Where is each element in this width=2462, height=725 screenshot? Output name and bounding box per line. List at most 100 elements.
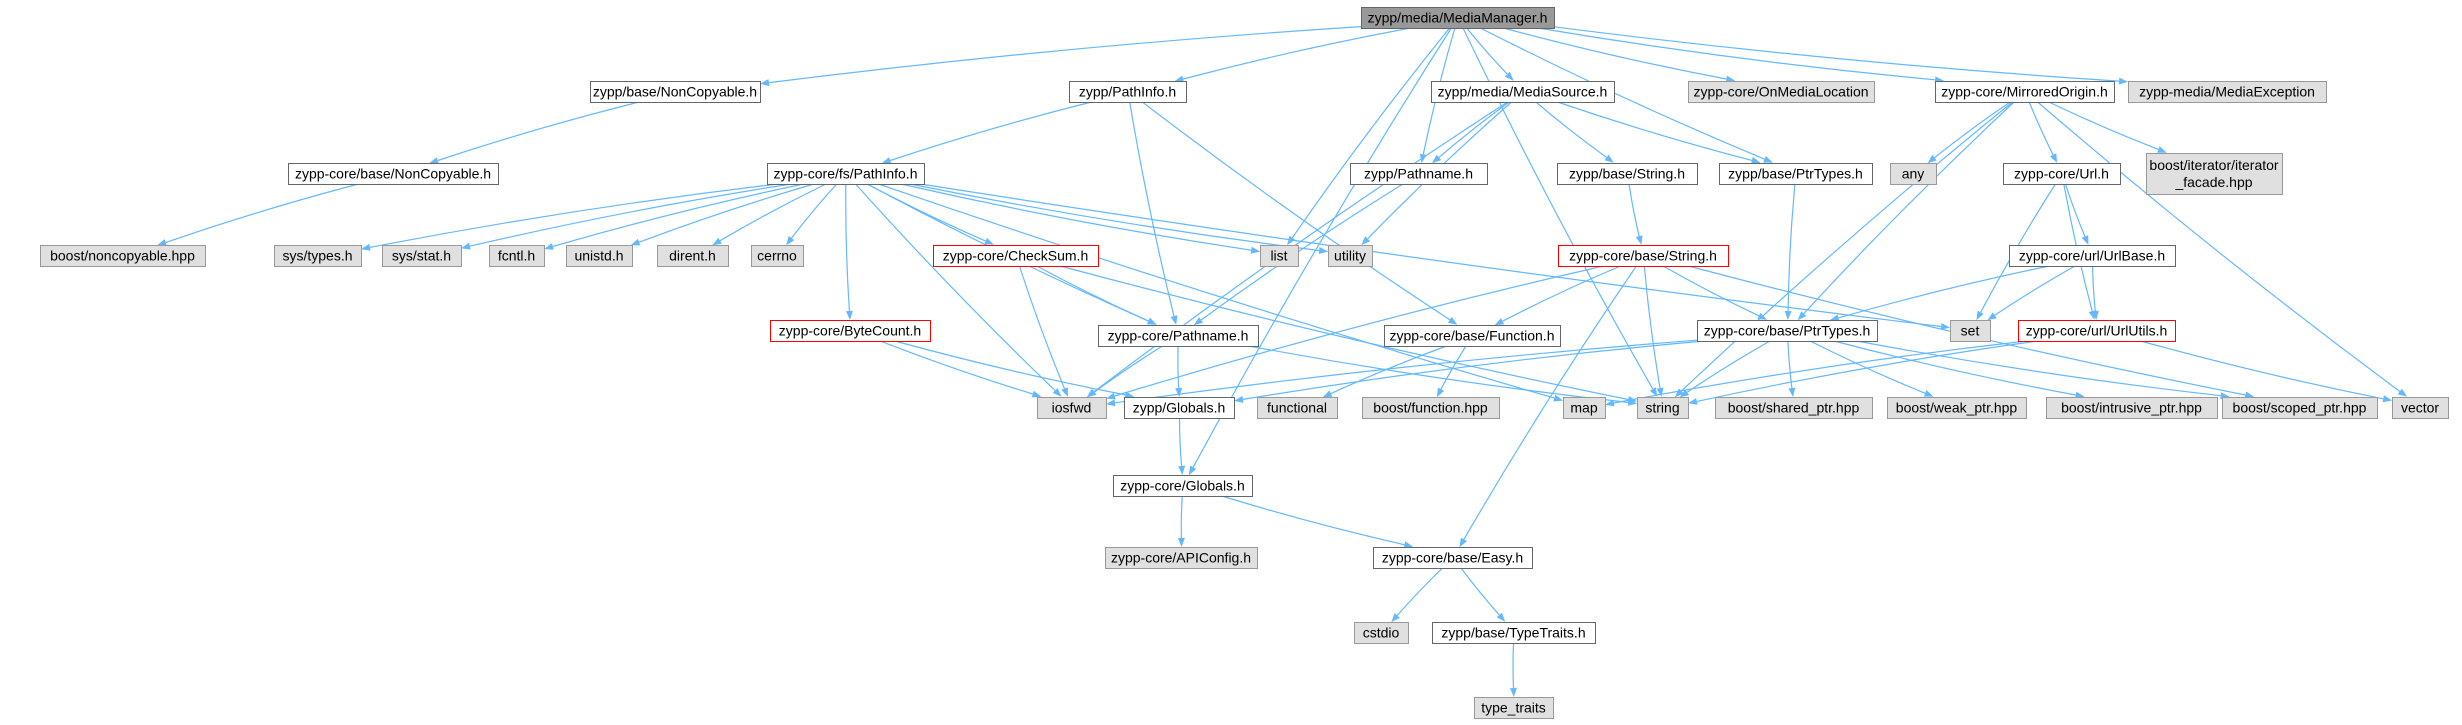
edge-urlbase-to-cpt — [1829, 265, 2050, 322]
node-cbstr[interactable]: zypp-core/base/String.h — [1558, 245, 1729, 267]
edge-cpn-to-zglob — [1175, 345, 1183, 397]
node-fspi[interactable]: zypp-core/fs/PathInfo.h — [767, 163, 925, 185]
edge-line — [1036, 265, 1149, 322]
node-bwp: boost/weak_ptr.hpp — [1887, 397, 2027, 419]
node-cnc[interactable]: zypp-core/base/NonCopyable.h — [288, 163, 499, 185]
node-box — [1373, 547, 1533, 569]
edge-line — [1787, 183, 1796, 312]
node-msrc[interactable]: zypp/media/MediaSource.h — [1431, 81, 1615, 103]
edge-line — [1114, 339, 1698, 404]
node-nc[interactable]: zypp/base/NonCopyable.h — [590, 81, 761, 103]
edge-mirr-to-curl — [2028, 101, 2058, 163]
node-label: zypp-core/CheckSum.h — [943, 248, 1089, 264]
edge-cbstr-to-cfunc — [1494, 265, 1621, 326]
node-label: zypp-core/Pathname.h — [1108, 328, 1249, 344]
arrowhead — [1052, 388, 1062, 397]
node-ttraits[interactable]: zypp/base/TypeTraits.h — [1432, 622, 1596, 644]
node-zbs[interactable]: zypp/base/String.h — [1557, 163, 1698, 185]
node-vector: vector — [2392, 397, 2449, 419]
node-root[interactable]: zypp/media/MediaManager.h — [1361, 7, 1555, 29]
node-mexc: zypp-media/MediaException — [2128, 81, 2327, 103]
node-label: zypp-core/ByteCount.h — [779, 323, 921, 339]
node-box — [1124, 397, 1235, 419]
edge-fspi-to-unistd — [630, 183, 815, 246]
edge-cbstr-to-iosfwd — [1106, 265, 1604, 400]
node-label: zypp/base/NonCopyable.h — [593, 84, 757, 100]
edge-line — [768, 26, 1362, 84]
edge-line — [719, 183, 827, 242]
node-mirr[interactable]: zypp-core/MirroredOrigin.h — [1935, 81, 2115, 103]
node-box — [767, 163, 925, 185]
edge-line — [1809, 340, 1926, 394]
node-onml: zypp-core/OnMediaLocation — [1688, 81, 1875, 103]
node-easy[interactable]: zypp-core/base/Easy.h — [1373, 547, 1533, 569]
arrowhead — [712, 237, 722, 246]
node-fcntl: fcntl.h — [489, 245, 545, 267]
node-label: zypp/base/TypeTraits.h — [1441, 625, 1585, 641]
edge-line — [1177, 345, 1180, 389]
arrowhead — [2091, 310, 2099, 320]
node-urlbase[interactable]: zypp-core/url/UrlBase.h — [2009, 245, 2176, 267]
node-zpn[interactable]: zypp/Pathname.h — [1350, 163, 1488, 185]
node-label: any — [1902, 166, 1925, 182]
node-cksum[interactable]: zypp-core/CheckSum.h — [933, 245, 1099, 267]
edge-line — [791, 183, 838, 239]
edge-line — [1438, 101, 1510, 158]
node-cpt[interactable]: zypp-core/base/PtrTypes.h — [1697, 320, 1878, 342]
arrowhead — [2081, 235, 2089, 245]
edge-line — [1093, 101, 1508, 393]
edge-zbpt-to-cpt — [1784, 183, 1796, 320]
node-box — [40, 245, 206, 267]
edge-line — [1141, 101, 1451, 321]
node-label: boost/intrusive_ptr.hpp — [2061, 400, 2202, 416]
edge-line — [2092, 265, 2096, 312]
edge-fspi-to-set — [920, 183, 1950, 330]
arrowhead — [1061, 387, 1068, 397]
edge-fspi-to-utility — [909, 183, 1328, 254]
edge-mirr-to-cpt — [1797, 101, 2015, 321]
edge-line — [1628, 183, 1640, 237]
edge-line — [1787, 340, 1793, 389]
node-bytecnt[interactable]: zypp-core/ByteCount.h — [770, 320, 931, 342]
arrowhead — [1106, 392, 1116, 400]
node-cglob[interactable]: zypp-core/Globals.h — [1113, 475, 1253, 497]
node-label: boost/weak_ptr.hpp — [1896, 400, 2018, 416]
node-cfunc[interactable]: zypp-core/base/Function.h — [1384, 325, 1561, 347]
node-label: zypp-core/OnMediaLocation — [1693, 84, 1868, 100]
node-label: list — [1270, 248, 1287, 264]
node-zbpt[interactable]: zypp/base/PtrTypes.h — [1719, 163, 1873, 185]
node-box — [1069, 81, 1187, 103]
node-box — [1557, 163, 1698, 185]
arrowhead — [1604, 154, 1614, 163]
node-cpn[interactable]: zypp-core/Pathname.h — [1098, 325, 1259, 347]
node-zglob[interactable]: zypp/Globals.h — [1124, 397, 1235, 419]
edge-pinfo-to-fspi — [881, 101, 1092, 164]
edge-line — [1466, 27, 1508, 75]
node-urlutils[interactable]: zypp-core/url/UrlUtils.h — [2018, 320, 2176, 342]
node-box — [1362, 397, 1500, 419]
edge-urlbase-to-set — [1987, 265, 2076, 321]
edge-root-to-list — [1287, 27, 1451, 246]
edge-line — [1060, 265, 1629, 401]
arrowhead — [1784, 311, 1792, 320]
node-apicfg: zypp-core/APIConfig.h — [1105, 547, 1258, 569]
node-box — [1354, 622, 1409, 644]
node-label: zypp-core/Url.h — [2014, 166, 2109, 182]
node-box — [1350, 163, 1488, 185]
node-label: dirent.h — [669, 248, 716, 264]
arrowhead — [1391, 613, 1400, 623]
edge-line — [1613, 340, 2027, 404]
edge-line — [552, 183, 804, 248]
arrowhead — [1031, 390, 1042, 398]
arrowhead — [1178, 465, 1186, 475]
node-pinfo[interactable]: zypp/PathInfo.h — [1069, 81, 1187, 103]
node-curl[interactable]: zypp-core/Url.h — [2003, 163, 2121, 185]
node-label: type_traits — [1481, 700, 1546, 716]
node-box — [751, 245, 804, 267]
node-set: set — [1950, 320, 1991, 342]
node-box — [1474, 697, 1554, 719]
node-label: set — [1961, 323, 1980, 339]
node-box — [274, 245, 362, 267]
node-dirent: dirent.h — [657, 245, 729, 267]
